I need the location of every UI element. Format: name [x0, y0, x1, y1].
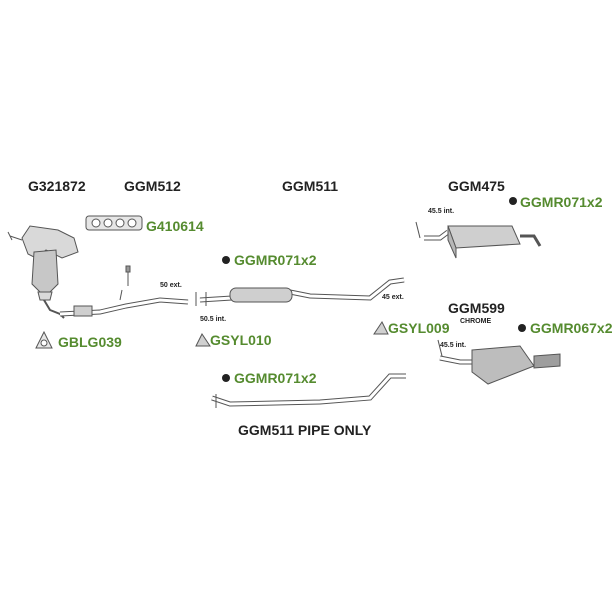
gasket-front-drawing: [35, 330, 53, 349]
dimension-label: 50.5 int.: [200, 316, 227, 323]
dimension-label: 45.5 int.: [440, 342, 467, 349]
front-pipe-drawing: [59, 265, 189, 317]
chrome-note: CHROME: [460, 318, 492, 325]
part-label-rear-box-b: GGM599: [448, 300, 505, 316]
gasket-set-drawing: [85, 215, 143, 231]
dimension-label: 45 ext.: [382, 294, 404, 301]
clamp-drawing: [195, 321, 389, 347]
accessory-label-gasket-front: GBLG039: [58, 334, 122, 350]
pipe-only-drawing: [211, 373, 406, 408]
part-label-rear-box-a: GGM475: [448, 178, 505, 194]
pipe-only-caption: GGM511 PIPE ONLY: [238, 422, 372, 438]
rear-box-b-drawing: [437, 339, 561, 385]
mount-center-drawing: [222, 197, 526, 382]
dimension-label: 45.5 int.: [428, 208, 455, 215]
accessory-label-gasket: G410614: [146, 218, 204, 234]
part-label-gasket-set: GGM512: [124, 178, 181, 194]
accessory-label-mount-rear-b: GGMR067x2: [530, 320, 612, 336]
center-pipe-drawing: [195, 277, 405, 306]
accessory-label-mount-rear-a: GGMR071x2: [520, 194, 603, 210]
accessory-label-clamp-center: GSYL010: [210, 332, 272, 348]
dimension-label: 50 ext.: [160, 282, 182, 289]
part-label-center-pipe: GGM511: [282, 178, 339, 194]
accessory-label-mount-pipe-only: GGMR071x2: [234, 370, 317, 386]
accessory-label-mount-center: GGMR071x2: [234, 252, 317, 268]
catalyst-manifold-drawing: [7, 225, 79, 319]
rear-box-a-drawing: [415, 221, 542, 259]
part-label-catalyst: G321872: [28, 178, 86, 194]
accessory-label-clamp-rear: GSYL009: [388, 320, 450, 336]
